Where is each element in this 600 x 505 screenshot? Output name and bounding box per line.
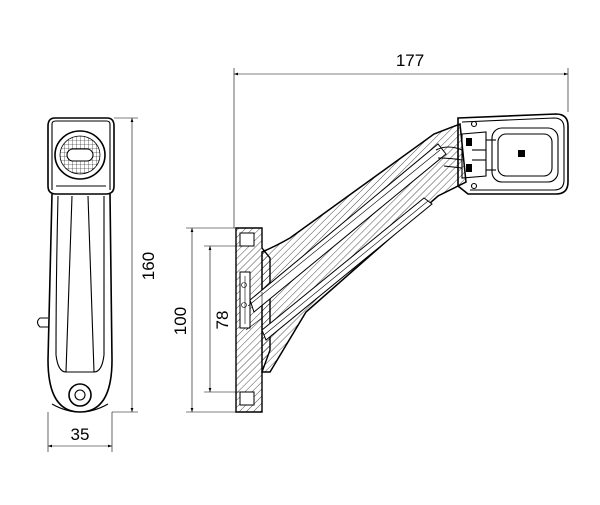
connector-block (461, 131, 487, 179)
dim-label-100: 100 (171, 307, 190, 335)
dim-width: 35 (47, 412, 113, 452)
front-lens-window (66, 148, 94, 162)
dim-label-160: 160 (139, 252, 158, 280)
arm-channel-lower (261, 197, 433, 341)
dim-hole-spacing: 78 (204, 245, 240, 393)
front-view (36, 117, 115, 413)
arm-channel-upper (249, 143, 447, 313)
front-lamp-head (47, 117, 115, 195)
dim-overall-length: 177 (233, 51, 569, 228)
dim-label-78: 78 (213, 311, 232, 330)
side-section-view (235, 113, 569, 413)
front-mount-boss (68, 383, 92, 407)
front-lens (54, 130, 106, 180)
dim-label-177: 177 (396, 51, 424, 70)
dim-label-35: 35 (71, 425, 90, 444)
front-side-peg (36, 317, 48, 328)
dim-mount-height: 100 (171, 227, 236, 413)
lamp-housing (457, 113, 569, 195)
lamp-lens (491, 127, 559, 183)
dim-overall-height: 160 (112, 117, 158, 413)
